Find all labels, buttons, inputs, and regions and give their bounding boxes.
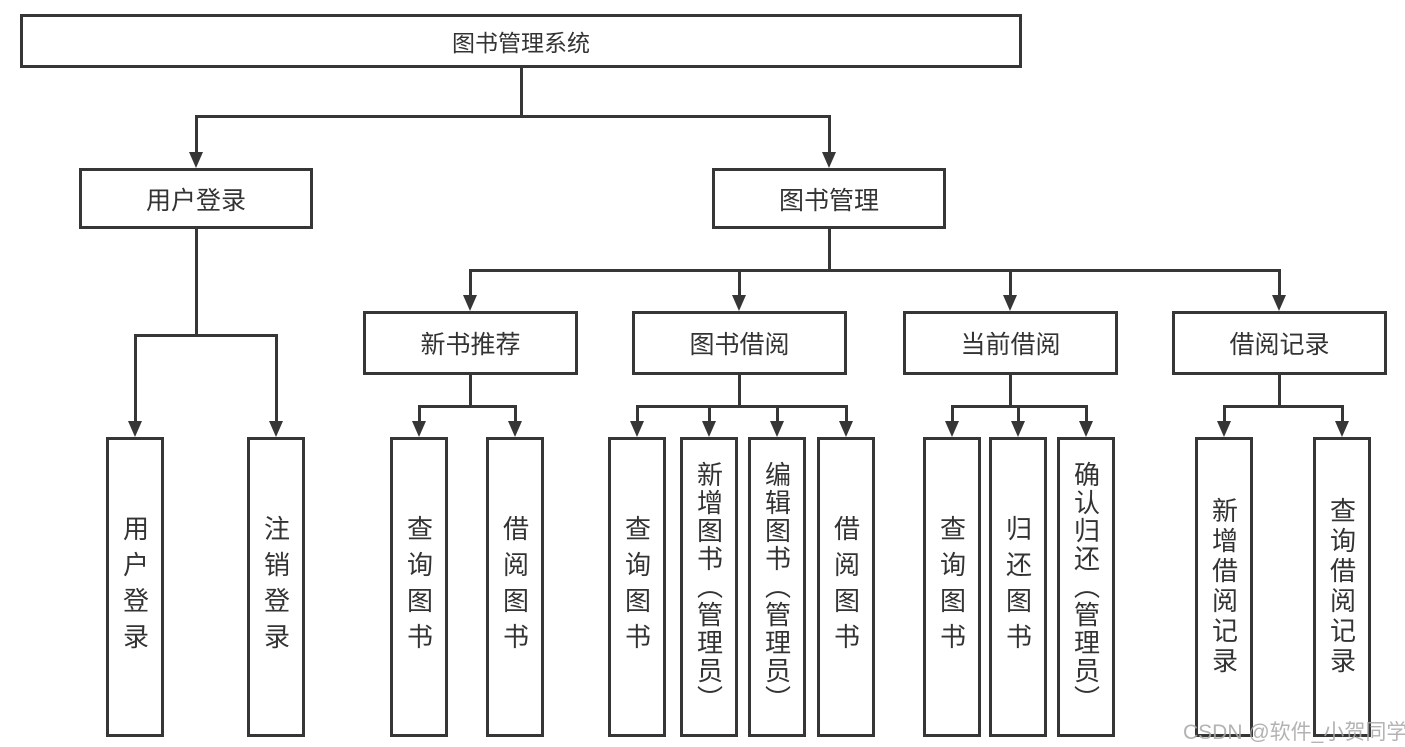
connector-line	[1278, 375, 1281, 408]
leaf-query-borrow-record: 查询借阅记录	[1313, 437, 1371, 737]
leaf-label: 查询图书	[403, 515, 434, 659]
arrowhead-icon	[630, 421, 644, 437]
connector-line	[1341, 406, 1344, 424]
node-label: 新书推荐	[420, 331, 521, 359]
leaf-return-books: 归还图书	[989, 437, 1047, 737]
connector-line	[1017, 406, 1020, 424]
leaf-query-books-borrow: 查询图书	[608, 437, 666, 737]
leaf-edit-books-admin: 编辑图书（管理员）	[748, 437, 806, 737]
connector-line	[418, 406, 421, 424]
node-new-book-recommendation: 新书推荐	[363, 311, 578, 375]
connector-line	[636, 405, 848, 408]
connector-line	[738, 270, 741, 298]
node-library-management-system: 图书管理系统	[20, 14, 1022, 68]
connector-line	[134, 334, 278, 337]
node-label: 图书管理	[778, 186, 879, 215]
connector-line	[1223, 405, 1344, 408]
node-label: 借阅记录	[1229, 331, 1330, 359]
connector-line	[1278, 270, 1281, 298]
node-book-borrowing: 图书借阅	[632, 311, 847, 375]
node-current-borrowing: 当前借阅	[903, 311, 1118, 375]
node-label: 图书借阅	[689, 331, 790, 359]
leaf-label: 归还图书	[1002, 515, 1033, 659]
arrowhead-icon	[1335, 421, 1349, 437]
connector-line	[776, 406, 779, 424]
leaf-borrow-books-recommend: 借阅图书	[486, 437, 544, 737]
connector-line	[1009, 270, 1012, 298]
leaf-label: 查询图书	[936, 515, 967, 659]
node-label: 图书管理系统	[452, 30, 590, 56]
leaf-label: 查询借阅记录	[1326, 497, 1357, 677]
leaf-confirm-return-admin: 确认归还（管理员）	[1057, 437, 1115, 737]
arrowhead-icon	[839, 421, 853, 437]
connector-line	[1085, 406, 1088, 424]
leaf-user-login: 用户登录	[106, 437, 164, 737]
leaf-label: 新增借阅记录	[1208, 497, 1239, 677]
arrowhead-icon	[702, 421, 716, 437]
connector-line	[469, 270, 472, 298]
connector-line	[828, 229, 831, 272]
connector-line	[1009, 375, 1012, 408]
connector-line	[636, 406, 639, 424]
connector-line	[738, 375, 741, 408]
arrowhead-icon	[1217, 421, 1231, 437]
arrowhead-icon	[1079, 421, 1093, 437]
leaf-logout: 注销登录	[247, 437, 305, 737]
leaf-borrow-books-borrow: 借阅图书	[817, 437, 875, 737]
connector-line	[828, 116, 831, 154]
node-label: 用户登录	[145, 186, 246, 215]
arrowhead-icon	[945, 421, 959, 437]
leaf-add-books-admin: 新增图书（管理员）	[680, 437, 738, 737]
leaf-query-books-current: 查询图书	[923, 437, 981, 737]
connector-line	[195, 116, 198, 154]
arrowhead-icon	[128, 421, 142, 437]
node-user-login-branch: 用户登录	[79, 168, 313, 229]
arrowhead-icon	[732, 295, 746, 311]
arrowhead-icon	[412, 421, 426, 437]
connector-line	[418, 405, 517, 408]
node-borrowing-records: 借阅记录	[1172, 311, 1387, 375]
leaf-label: 编辑图书（管理员）	[761, 461, 792, 713]
connector-line	[195, 229, 198, 337]
connector-line	[469, 375, 472, 408]
leaf-label: 借阅图书	[499, 515, 530, 659]
connector-line	[708, 406, 711, 424]
arrowhead-icon	[1003, 295, 1017, 311]
connector-line	[845, 406, 848, 424]
arrowhead-icon	[463, 295, 477, 311]
connector-line	[520, 68, 523, 116]
leaf-label: 借阅图书	[830, 515, 861, 659]
arrowhead-icon	[189, 152, 203, 168]
connector-line	[514, 406, 517, 424]
connector-line	[275, 335, 278, 423]
arrowhead-icon	[822, 152, 836, 168]
arrowhead-icon	[508, 421, 522, 437]
leaf-label: 注销登录	[260, 515, 291, 659]
leaf-label: 确认归还（管理员）	[1070, 461, 1101, 713]
leaf-label: 用户登录	[119, 515, 150, 659]
connector-line	[134, 335, 137, 423]
arrowhead-icon	[770, 421, 784, 437]
connector-line	[195, 115, 831, 118]
csdn-watermark: CSDN @软件_小贺同学	[1183, 721, 1405, 744]
connector-line	[951, 406, 954, 424]
leaf-label: 新增图书（管理员）	[693, 461, 724, 713]
node-label: 当前借阅	[960, 331, 1061, 359]
node-book-management-branch: 图书管理	[712, 168, 946, 229]
leaf-label: 查询图书	[621, 515, 652, 659]
connector-line	[1223, 406, 1226, 424]
arrowhead-icon	[269, 421, 283, 437]
leaf-query-books-recommend: 查询图书	[390, 437, 448, 737]
arrowhead-icon	[1011, 421, 1025, 437]
connector-line	[469, 269, 1281, 272]
leaf-add-borrow-record: 新增借阅记录	[1195, 437, 1253, 737]
arrowhead-icon	[1272, 295, 1286, 311]
